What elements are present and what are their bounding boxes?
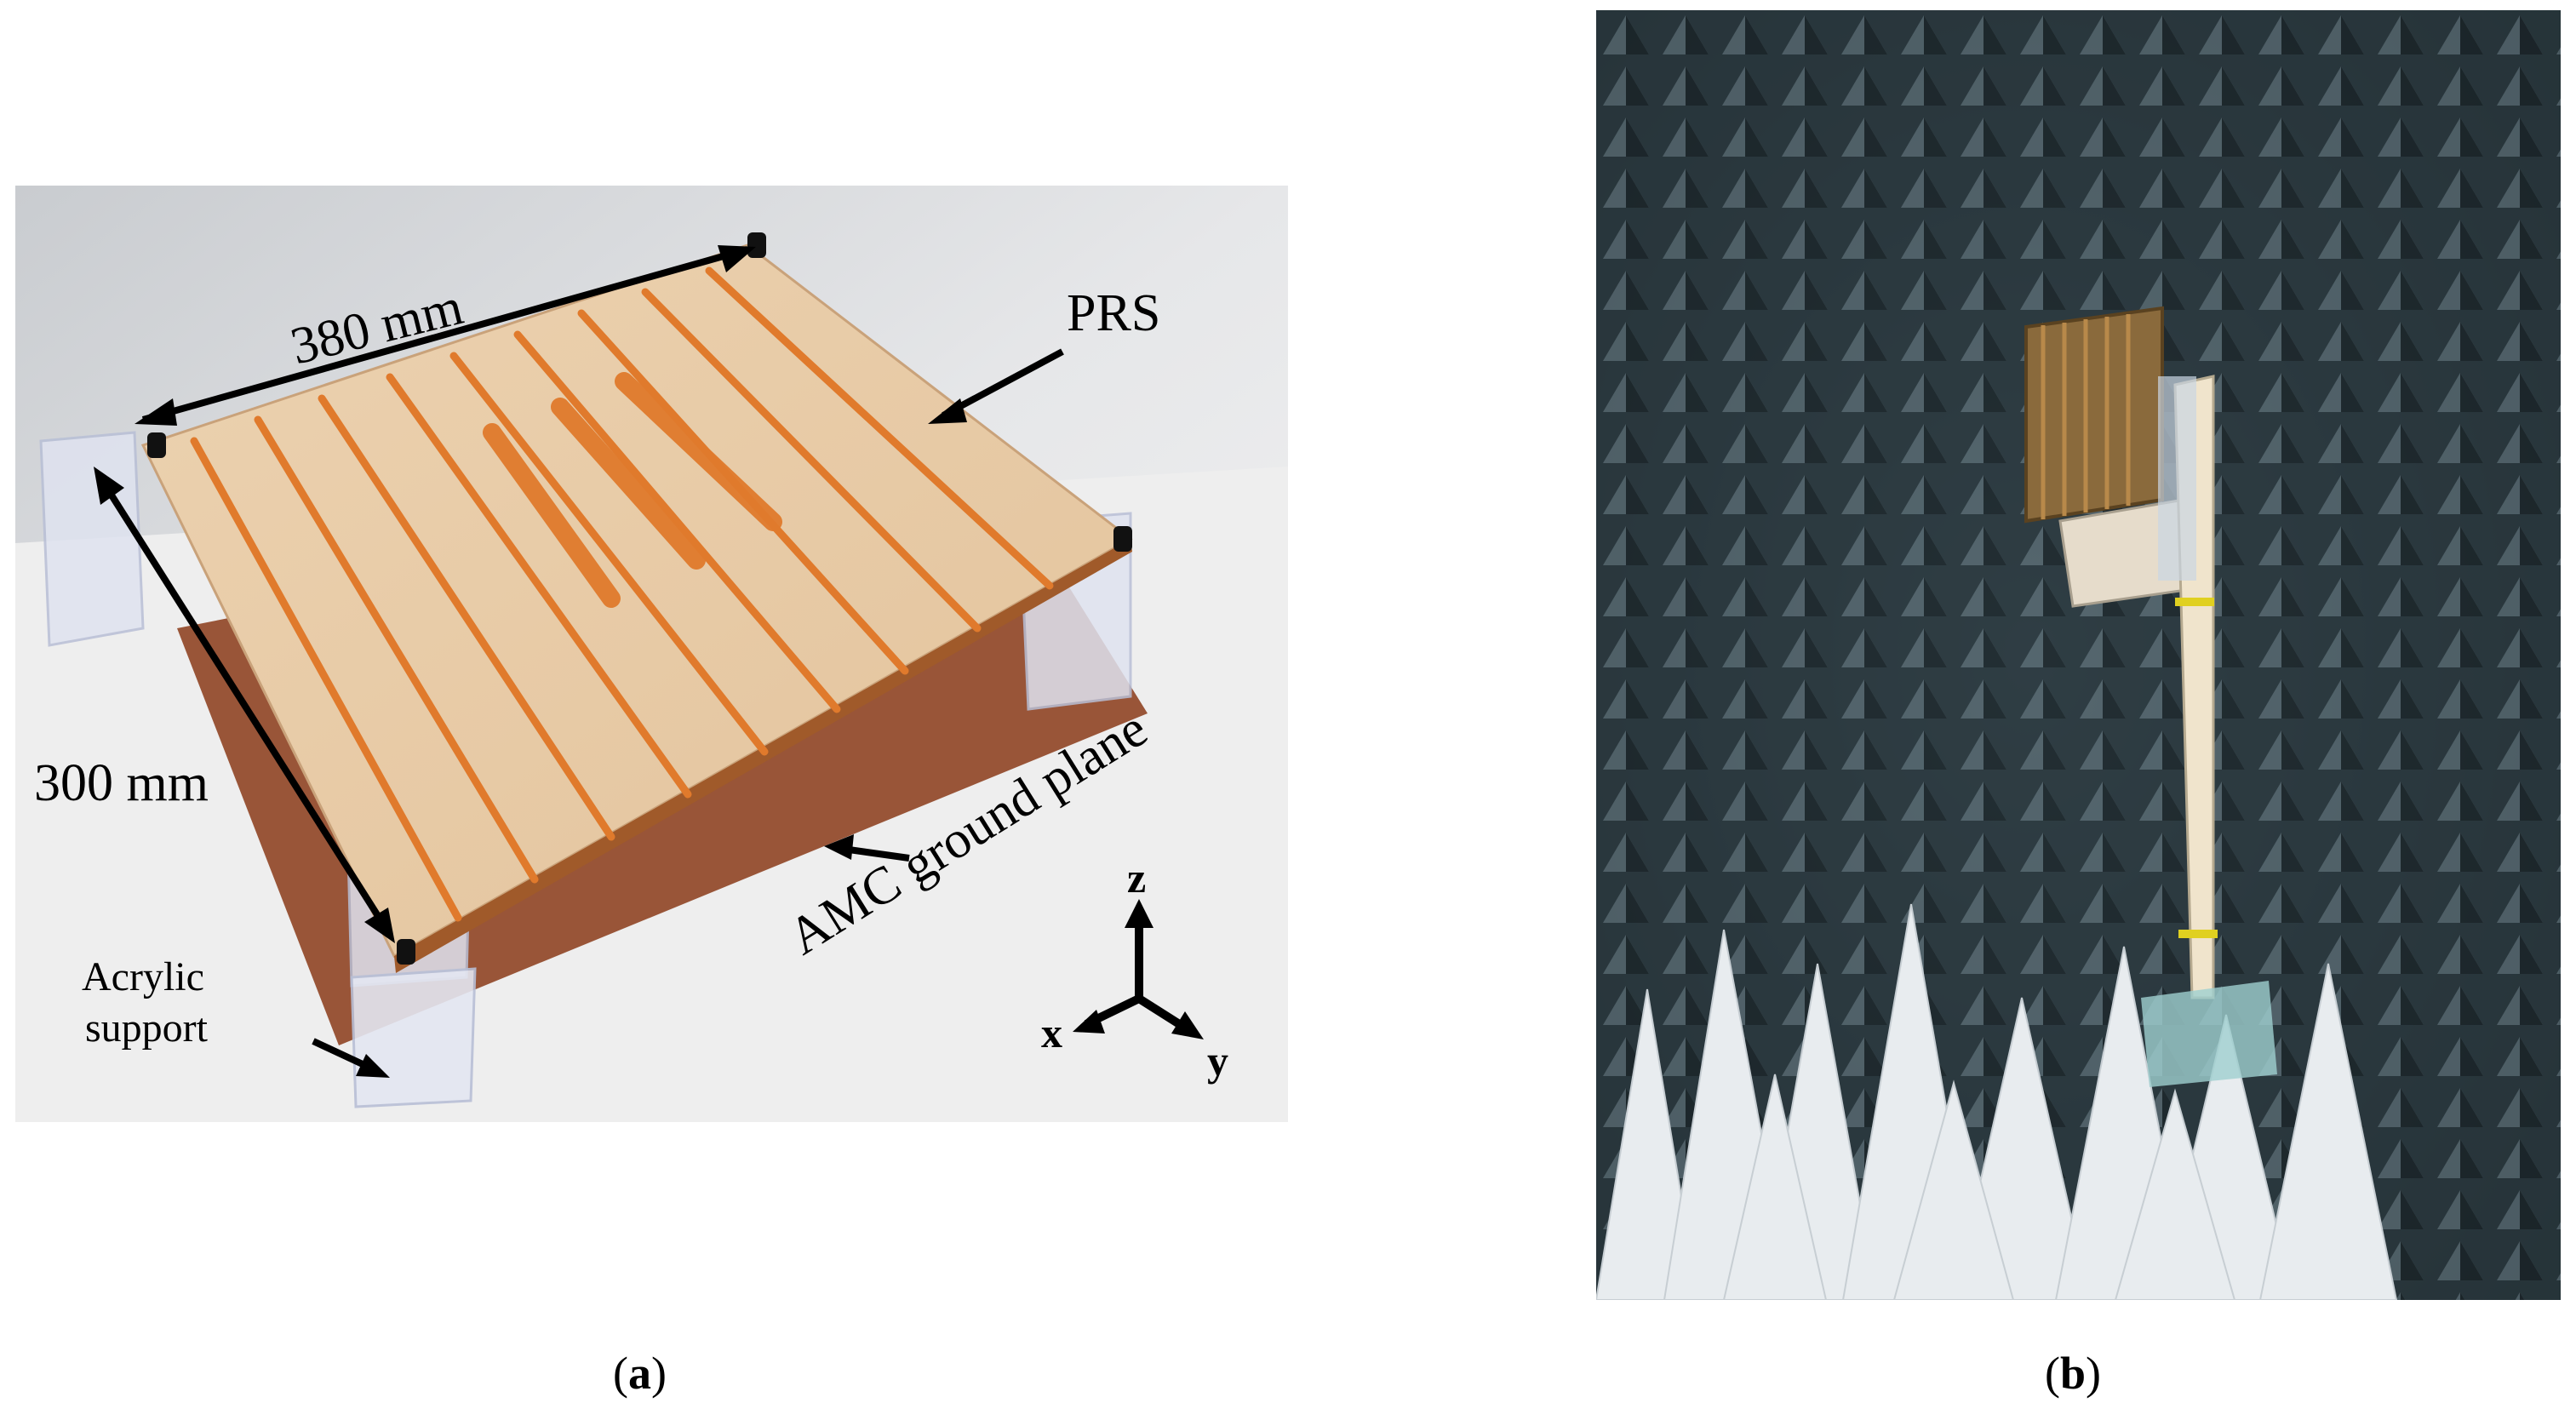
photo-anechoic-chamber [1596,10,2561,1300]
caption-a: (a) [613,1348,667,1399]
axis-x-label: x [1041,1009,1062,1056]
height-dimension-label: 300 mm [34,754,209,812]
axis-y-label: y [1207,1037,1228,1085]
caption-b: (b) [2045,1348,2102,1399]
prs-label: PRS [1067,284,1160,342]
caption-b-letter: b [2059,1348,2087,1399]
acrylic-support-label-line2: support [85,1005,209,1051]
antenna-photo-drawing: 380 mm 300 mm PRS AMC ground plane Acryl… [15,186,1288,1122]
acrylic-support-label-line1: Acrylic [82,954,204,999]
axis-z-label: z [1127,854,1146,902]
photo-antenna-prototype: 380 mm 300 mm PRS AMC ground plane Acryl… [15,186,1288,1122]
chamber-photo-drawing [1596,10,2561,1300]
caption-a-letter: a [627,1348,651,1399]
axes-icon [1073,899,1204,1039]
